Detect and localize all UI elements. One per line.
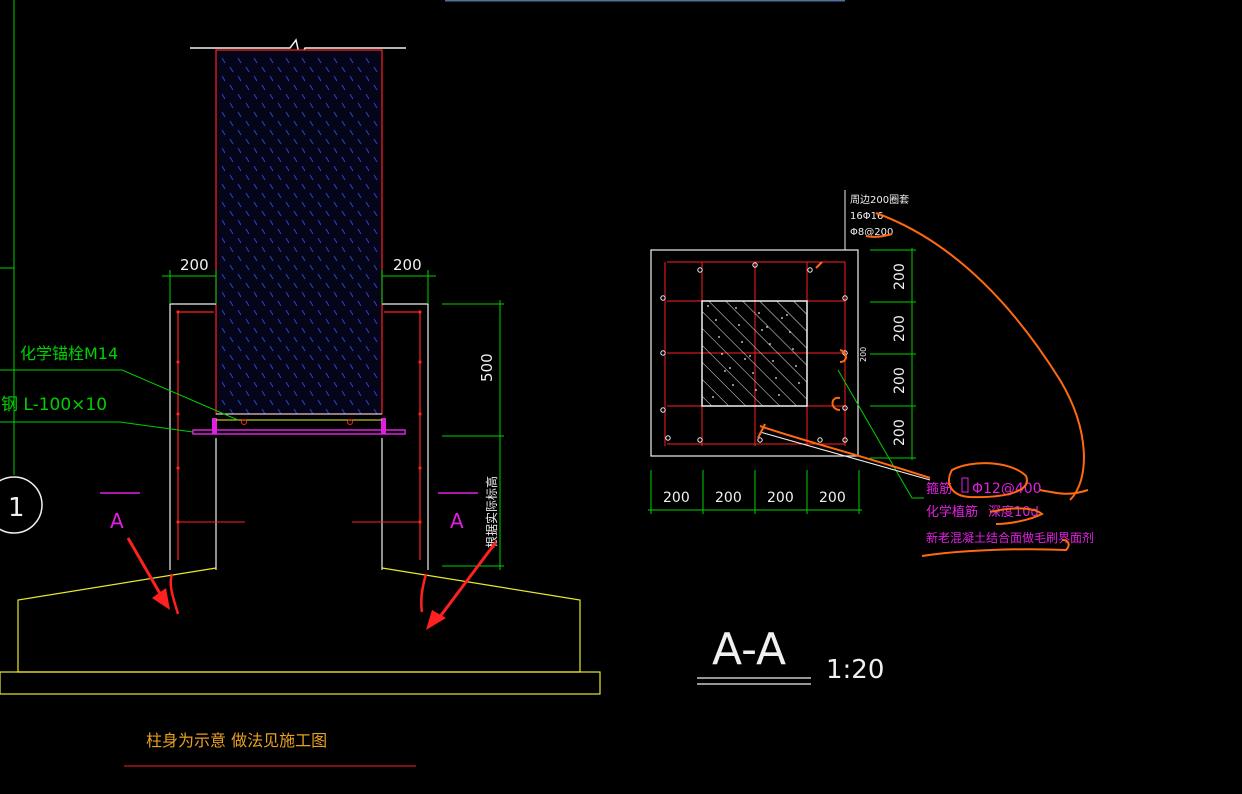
dim-bottom-3: 200 xyxy=(819,490,846,506)
dim-right: 200 xyxy=(393,256,422,274)
section-mark-right: A xyxy=(450,509,464,533)
note-2a: 化学植筋 xyxy=(926,504,978,520)
brick-hatch xyxy=(221,57,378,415)
note-3: 新老混凝土结合面做毛刷界面剂 xyxy=(926,530,1094,545)
vertical-note: 根据实际标高 xyxy=(484,476,499,548)
dim-right-3: 200 xyxy=(892,419,908,446)
note-1a: 箍筋 xyxy=(926,481,952,497)
dim-right-0: 200 xyxy=(892,263,908,290)
foundation-footing xyxy=(17,567,581,673)
dim-right-1: 200 xyxy=(892,315,908,342)
break-line xyxy=(190,38,406,61)
section-scale: 1:20 xyxy=(826,655,884,685)
top-note-3: Φ8@200 xyxy=(850,227,893,238)
jacket-rebar-left xyxy=(177,311,214,560)
section-title: A-A xyxy=(712,624,786,675)
dim-bottom-1: 200 xyxy=(715,490,742,506)
dim-bottom-0: 200 xyxy=(663,490,690,506)
red-arrow-right xyxy=(426,610,446,630)
jacket-rebar-right xyxy=(384,311,421,560)
dim-bottom-2: 200 xyxy=(767,490,794,506)
dim-vertical: 500 xyxy=(478,353,496,382)
top-note-1: 周边200圈套 xyxy=(850,193,909,206)
dim-right-2: 200 xyxy=(892,367,908,394)
section-view: 200 200 200 200 200 200 200 200 200 周边200圈套 16… xyxy=(648,190,1094,685)
section-outline xyxy=(650,249,859,457)
original-column-section xyxy=(701,300,808,407)
note-bottom: 柱身为示意 做法见施工图 xyxy=(146,731,327,750)
note-1b: Φ12@400 xyxy=(972,481,1042,497)
angle-steel xyxy=(192,429,406,435)
angle-steel-label: 角钢 L-100×10 xyxy=(0,395,107,415)
dim-inner: 200 xyxy=(859,347,868,362)
red-arrow-left xyxy=(152,588,170,610)
foundation-slab xyxy=(0,671,601,695)
brick-column xyxy=(215,49,383,415)
orange-circle-mark xyxy=(948,462,1028,499)
dim-left: 200 xyxy=(180,256,209,274)
orange-markup-curve xyxy=(875,212,1085,501)
axis-bubble xyxy=(0,476,43,534)
anchor-bolt-label: 化学锚栓M14 xyxy=(20,344,118,363)
top-note-2: 16Φ16 xyxy=(850,211,883,222)
axis-number: 1 xyxy=(8,493,25,523)
section-mark-left: A xyxy=(110,509,124,533)
elevation-view: 1 化学锚栓M14 角钢 L-100×10 200 xyxy=(0,0,601,767)
